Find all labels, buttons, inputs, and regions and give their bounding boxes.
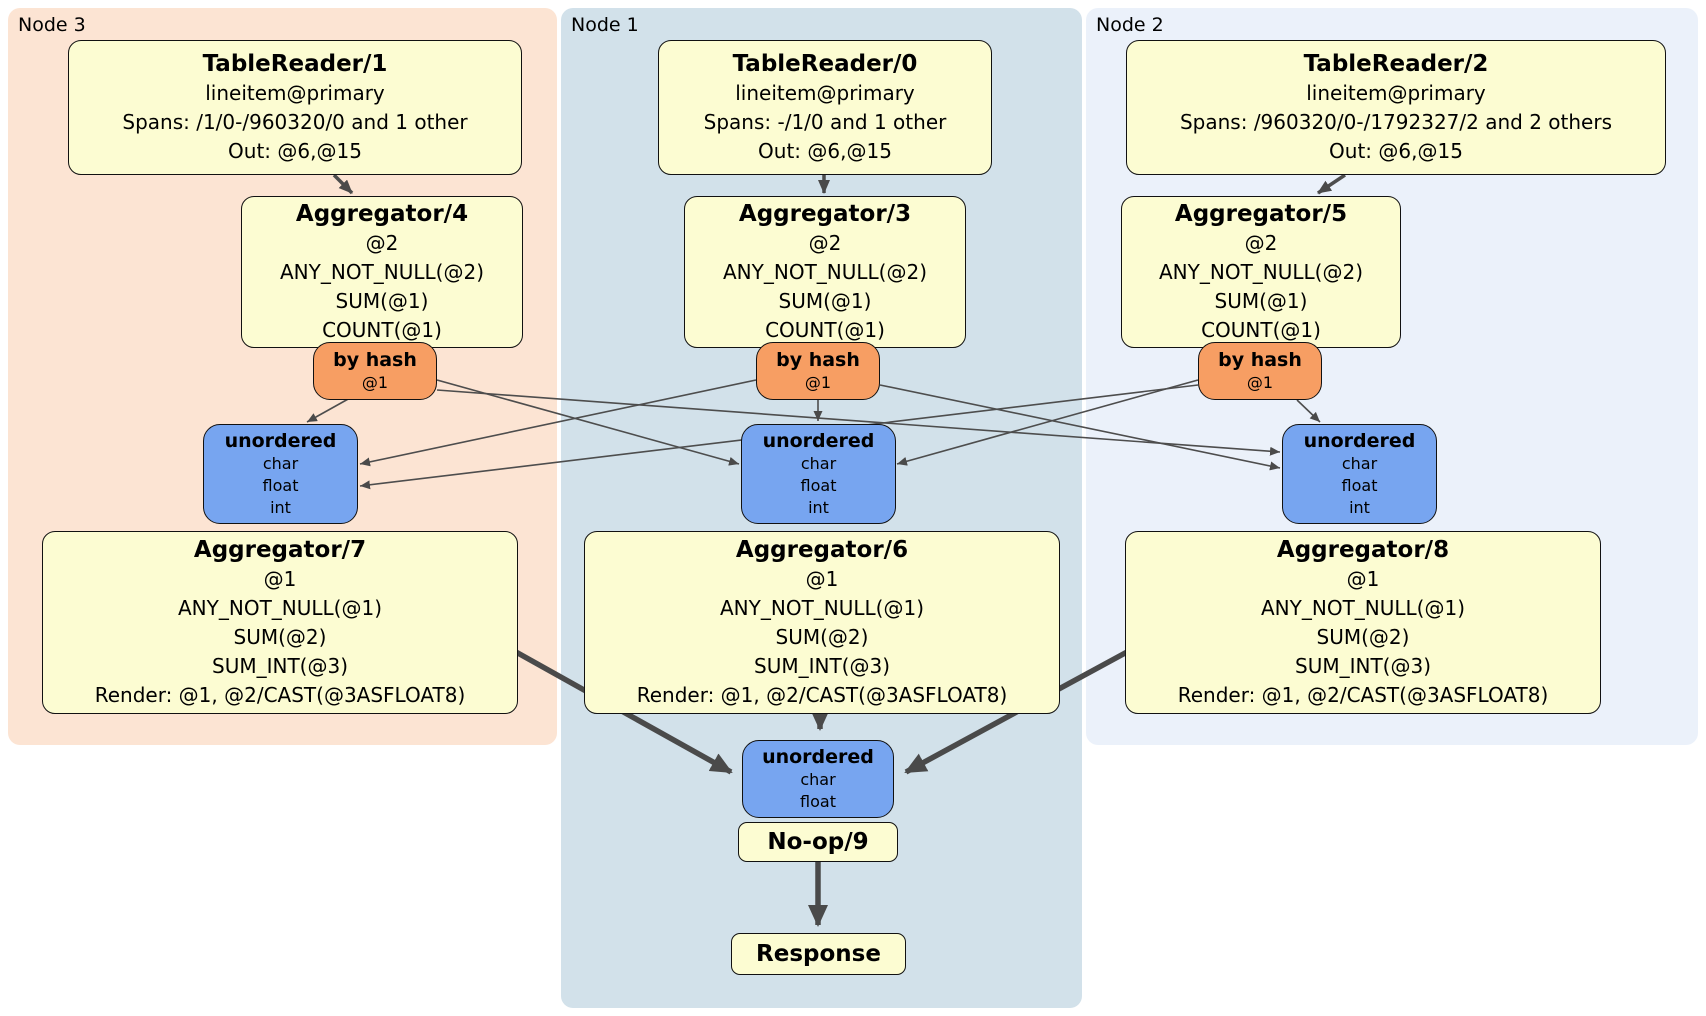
processor-fn: SUM(@1) <box>778 289 872 313</box>
processor-fn: ANY_NOT_NULL(@1) <box>178 596 382 620</box>
edge-hash2-sync1 <box>896 379 1199 466</box>
router-title: by hash <box>333 349 417 371</box>
processor-fn: SUM(@2) <box>1316 625 1410 649</box>
sync-unordered-node1: unordered char float int <box>741 424 896 524</box>
processor-fn: SUM(@2) <box>775 625 869 649</box>
cluster-node3-label: Node 3 <box>18 14 86 36</box>
router-key: @1 <box>804 373 832 392</box>
edge-tr2-agg5 <box>1317 173 1346 195</box>
sync-type: int <box>270 498 291 517</box>
cluster-node1-label: Node 1 <box>571 14 639 36</box>
processor-out: Out: @6,@15 <box>758 139 892 163</box>
edge-hash1-sync2 <box>879 384 1281 471</box>
processor-spans: Spans: /960320/0-/1792327/2 and 2 others <box>1179 110 1612 134</box>
processor-aggregator-7: Aggregator/7 @1 ANY_NOT_NULL(@1) SUM(@2)… <box>42 531 518 714</box>
edge-hash3-sync3 <box>306 397 351 423</box>
processor-fn: ANY_NOT_NULL(@1) <box>1261 596 1465 620</box>
sync-unordered-node3: unordered char float int <box>203 424 358 524</box>
router-by-hash-node1: by hash @1 <box>756 342 880 400</box>
sync-title: unordered <box>224 430 337 452</box>
sync-type: float <box>800 476 837 495</box>
edge-tr1-agg4 <box>332 173 354 195</box>
processor-index: lineitem@primary <box>735 81 915 105</box>
processor-aggregator-6: Aggregator/6 @1 ANY_NOT_NULL(@1) SUM(@2)… <box>584 531 1060 714</box>
processor-title: Aggregator/3 <box>738 201 912 227</box>
processor-title: TableReader/2 <box>1303 51 1489 77</box>
processor-tablereader-2: TableReader/2 lineitem@primary Spans: /9… <box>1126 40 1666 175</box>
sync-type: int <box>808 498 829 517</box>
sync-type: char <box>1341 454 1378 473</box>
processor-group-key: @1 <box>263 567 297 591</box>
processor-title: TableReader/0 <box>732 51 918 77</box>
processor-title: Response <box>756 941 881 967</box>
processor-aggregator-5: Aggregator/5 @2 ANY_NOT_NULL(@2) SUM(@1)… <box>1121 196 1401 348</box>
processor-fn: SUM(@2) <box>233 625 327 649</box>
processor-fn: SUM(@1) <box>335 289 429 313</box>
router-by-hash-node2: by hash @1 <box>1198 342 1322 400</box>
processor-fn: SUM_INT(@3) <box>212 654 348 678</box>
processor-fn: SUM_INT(@3) <box>754 654 890 678</box>
processor-group-key: @1 <box>805 567 839 591</box>
processor-title: No-op/9 <box>767 829 869 855</box>
processor-render: Render: @1, @2/CAST(@3ASFLOAT8) <box>636 683 1008 707</box>
edge-hash2-sync2 <box>1296 399 1321 423</box>
sync-type: float <box>800 792 836 811</box>
processor-title: Aggregator/4 <box>295 201 469 227</box>
processor-index: lineitem@primary <box>205 81 385 105</box>
sync-type: int <box>1349 498 1370 517</box>
processor-title: Aggregator/6 <box>735 537 909 563</box>
processor-tablereader-0: TableReader/0 lineitem@primary Spans: -/… <box>658 40 992 175</box>
processor-render: Render: @1, @2/CAST(@3ASFLOAT8) <box>1177 683 1549 707</box>
processor-title: Aggregator/7 <box>193 537 367 563</box>
router-key: @1 <box>361 373 389 392</box>
processor-spans: Spans: /1/0-/960320/0 and 1 other <box>122 110 468 134</box>
processor-fn: SUM(@1) <box>1214 289 1308 313</box>
processor-group-key: @1 <box>1346 567 1380 591</box>
processor-aggregator-3: Aggregator/3 @2 ANY_NOT_NULL(@2) SUM(@1)… <box>684 196 966 348</box>
processor-title: Aggregator/5 <box>1174 201 1348 227</box>
processor-out: Out: @6,@15 <box>1329 139 1463 163</box>
processor-aggregator-4: Aggregator/4 @2 ANY_NOT_NULL(@2) SUM(@1)… <box>241 196 523 348</box>
edge-hash3-sync2 <box>436 389 1281 456</box>
processor-fn: ANY_NOT_NULL(@2) <box>723 260 927 284</box>
sync-type: float <box>262 476 299 495</box>
processor-noop-9: No-op/9 <box>738 822 898 862</box>
processor-group-key: @2 <box>1244 231 1278 255</box>
processor-fn: ANY_NOT_NULL(@1) <box>720 596 924 620</box>
edge-hash1-sync3 <box>359 379 757 467</box>
sync-type: char <box>800 770 836 789</box>
sync-unordered-final: unordered char float <box>742 740 894 818</box>
sync-title: unordered <box>1303 430 1416 452</box>
processor-index: lineitem@primary <box>1306 81 1486 105</box>
processor-fn: ANY_NOT_NULL(@2) <box>1159 260 1363 284</box>
processor-fn: COUNT(@1) <box>1201 318 1321 342</box>
processor-fn: COUNT(@1) <box>765 318 885 342</box>
processor-aggregator-8: Aggregator/8 @1 ANY_NOT_NULL(@1) SUM(@2)… <box>1125 531 1601 714</box>
processor-title: Aggregator/8 <box>1276 537 1450 563</box>
router-title: by hash <box>776 349 860 371</box>
sync-title: unordered <box>762 746 874 768</box>
processor-out: Out: @6,@15 <box>228 139 362 163</box>
processor-tablereader-1: TableReader/1 lineitem@primary Spans: /1… <box>68 40 522 175</box>
sync-unordered-node2: unordered char float int <box>1282 424 1437 524</box>
processor-group-key: @2 <box>365 231 399 255</box>
processor-response: Response <box>731 933 906 975</box>
cluster-node2-label: Node 2 <box>1096 14 1164 36</box>
sync-type: char <box>262 454 299 473</box>
processor-fn: SUM_INT(@3) <box>1295 654 1431 678</box>
processor-group-key: @2 <box>808 231 842 255</box>
router-key: @1 <box>1246 373 1274 392</box>
processor-spans: Spans: -/1/0 and 1 other <box>703 110 947 134</box>
sync-type: char <box>800 454 837 473</box>
router-title: by hash <box>1218 349 1302 371</box>
sync-title: unordered <box>762 430 875 452</box>
processor-fn: COUNT(@1) <box>322 318 442 342</box>
processor-render: Render: @1, @2/CAST(@3ASFLOAT8) <box>94 683 466 707</box>
router-by-hash-node3: by hash @1 <box>313 342 437 400</box>
sync-type: float <box>1341 476 1378 495</box>
processor-fn: ANY_NOT_NULL(@2) <box>280 260 484 284</box>
processor-title: TableReader/1 <box>202 51 388 77</box>
